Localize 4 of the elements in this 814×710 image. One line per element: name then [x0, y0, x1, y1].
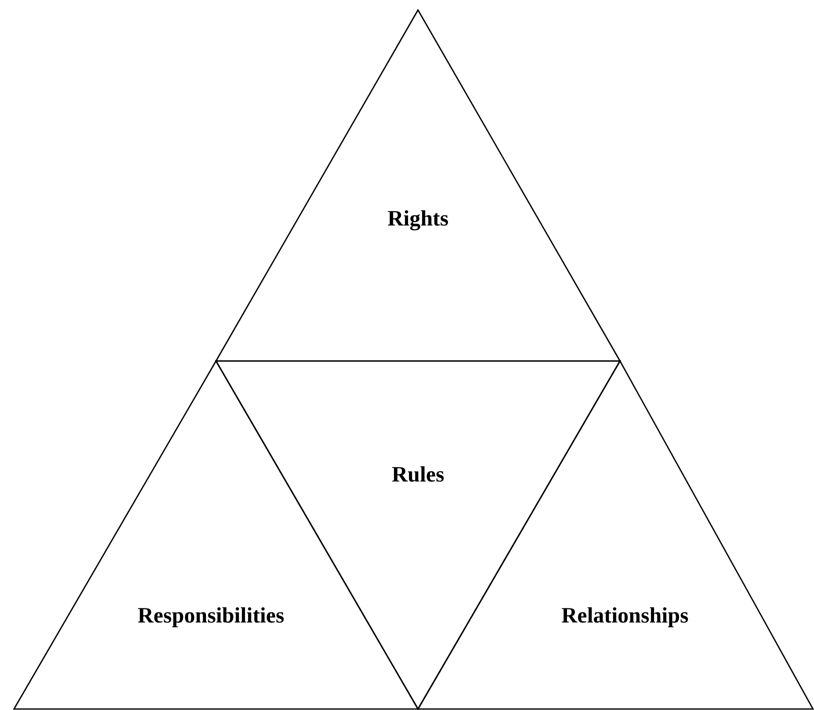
triangle-label: Rules	[392, 460, 444, 488]
triangle-label: Relationships	[561, 602, 689, 630]
triangle-label: Responsibilities	[138, 602, 284, 630]
triangle-label: Rights	[387, 204, 449, 232]
